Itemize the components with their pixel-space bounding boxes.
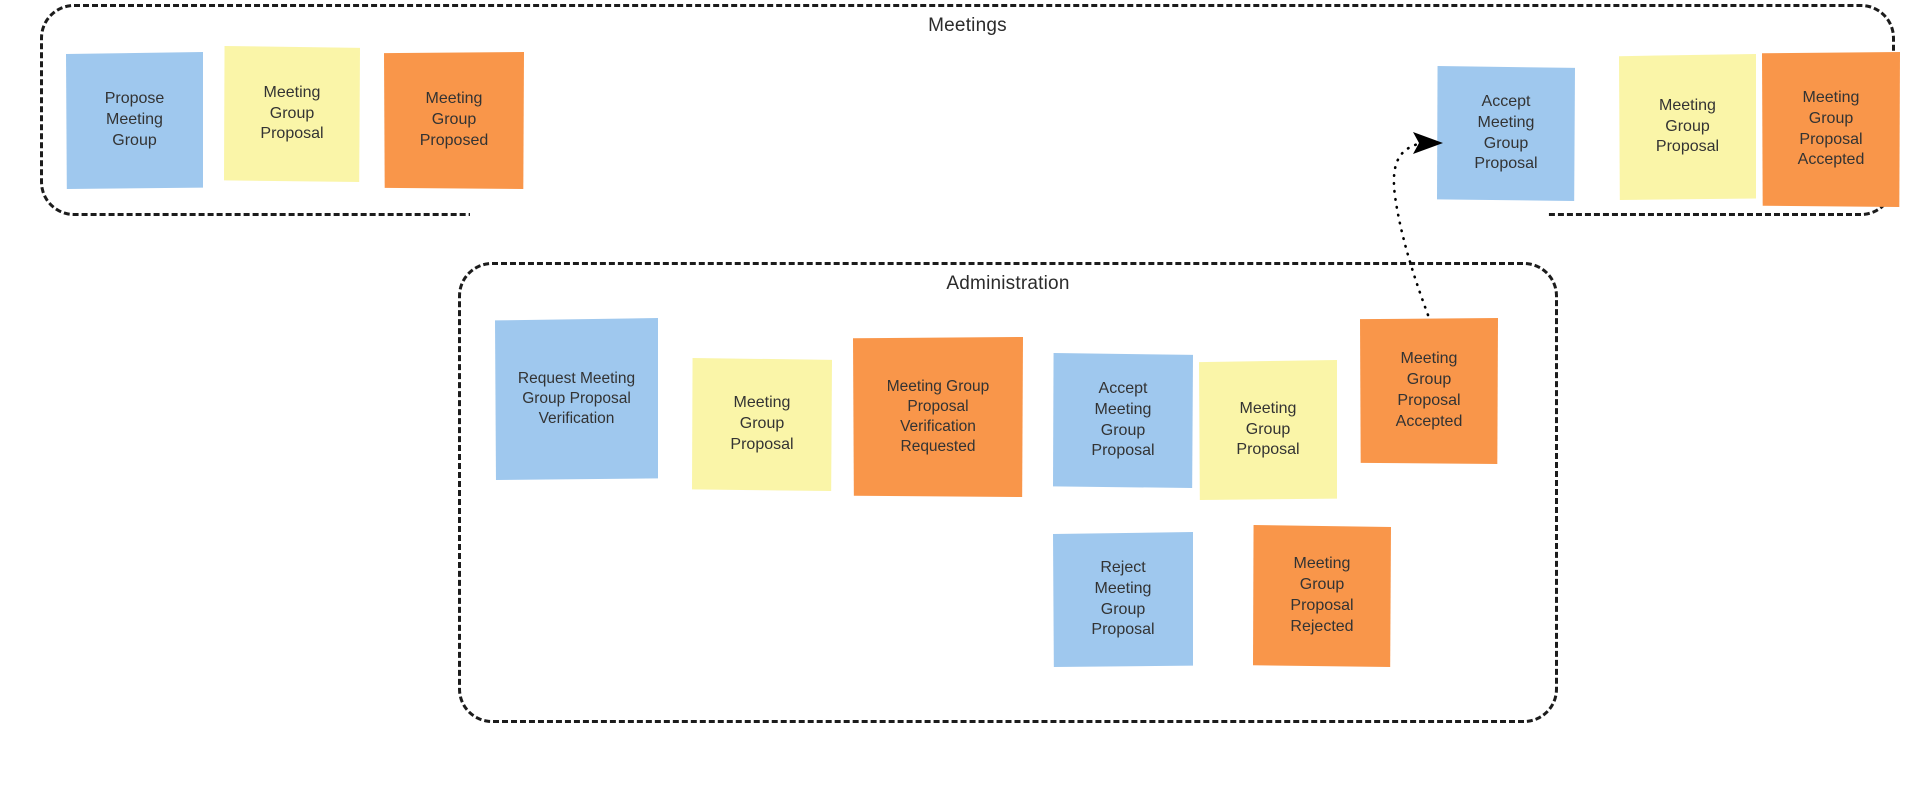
note-text: Meeting Group Proposal (730, 394, 794, 453)
note-meeting-group-proposed[interactable]: Meeting Group Proposed (384, 52, 524, 189)
note-text: Accept Meeting Group Proposal (1474, 92, 1538, 173)
note-text: Meeting Group Proposal (1655, 96, 1720, 156)
note-accept-meeting-group-proposal-admin[interactable]: Accept Meeting Group Proposal (1053, 353, 1193, 488)
note-text: Reject Meeting Group Proposal (1091, 558, 1155, 639)
note-text: Meeting Group Proposal Verification Requ… (886, 377, 990, 456)
note-text: Request Meeting Group Proposal Verificat… (517, 369, 636, 428)
note-text: Meeting Group Proposal Accepted (1395, 350, 1463, 430)
swimlane-administration-title: Administration (946, 273, 1070, 294)
note-meeting-group-proposal-verification-requested[interactable]: Meeting Group Proposal Verification Requ… (853, 337, 1023, 497)
note-accept-meeting-group-proposal-meetings[interactable]: Accept Meeting Group Proposal (1437, 66, 1575, 201)
note-text: Meeting Group Proposal Rejected (1290, 555, 1354, 635)
note-meeting-group-proposal-accepted-meetings[interactable]: Meeting Group Proposal Accepted (1762, 52, 1900, 207)
note-text: Accept Meeting Group Proposal (1091, 379, 1155, 460)
note-propose-meeting-group[interactable]: Propose Meeting Group (66, 52, 203, 189)
note-reject-meeting-group-proposal[interactable]: Reject Meeting Group Proposal (1053, 532, 1193, 667)
note-meeting-group-proposal-1[interactable]: Meeting Group Proposal (224, 46, 360, 182)
note-meeting-group-proposal-2[interactable]: Meeting Group Proposal (1619, 54, 1756, 200)
note-meeting-group-proposal-4[interactable]: Meeting Group Proposal (1199, 360, 1337, 500)
note-text: Meeting Group Proposal (260, 83, 324, 143)
note-request-meeting-group-proposal-verification[interactable]: Request Meeting Group Proposal Verificat… (495, 318, 658, 480)
note-meeting-group-proposal-3[interactable]: Meeting Group Proposal (692, 358, 832, 491)
note-meeting-group-proposal-rejected[interactable]: Meeting Group Proposal Rejected (1253, 525, 1391, 667)
note-text: Meeting Group Proposal Accepted (1797, 88, 1865, 169)
lane-overlap-mask (470, 210, 1548, 272)
note-meeting-group-proposal-accepted-admin[interactable]: Meeting Group Proposal Accepted (1360, 318, 1498, 464)
swimlane-meetings-title: Meetings (928, 15, 1007, 36)
note-text: Meeting Group Proposed (419, 90, 489, 149)
note-text: Meeting Group Proposal (1236, 399, 1300, 459)
note-text: Propose Meeting Group (104, 90, 165, 149)
